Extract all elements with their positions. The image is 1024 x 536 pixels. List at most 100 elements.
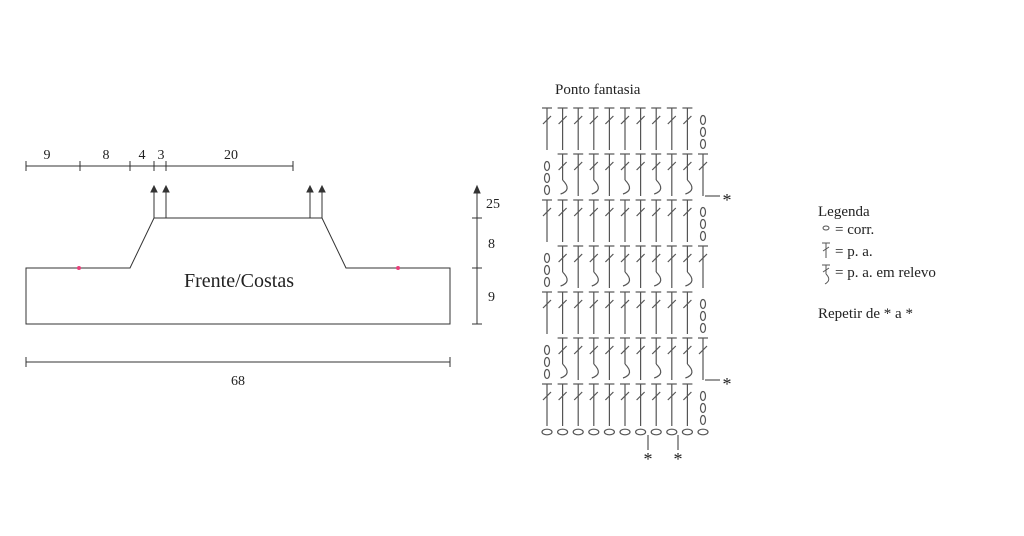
double-crochet-stitch	[651, 291, 662, 334]
double-crochet-stitch	[666, 383, 677, 426]
double-crochet-stitch	[666, 337, 677, 380]
garment-outline	[25, 217, 451, 325]
chain-icon	[822, 225, 830, 231]
double-crochet-stitch	[557, 383, 568, 426]
legend-label: = p. a.	[835, 244, 873, 260]
marker-dot	[396, 266, 400, 270]
relief-double-crochet-stitch	[682, 337, 693, 379]
dim-label: 8	[488, 237, 495, 252]
foundation-chain-stitch	[666, 428, 678, 436]
dim-label: 3	[158, 148, 165, 163]
double-crochet-stitch	[666, 107, 677, 150]
foundation-chain-stitch	[634, 428, 647, 436]
double-crochet-stitch	[620, 383, 630, 426]
legend-label: = corr.	[835, 222, 874, 238]
relief-double-crochet-stitch	[620, 337, 631, 379]
double-crochet-stitch	[573, 153, 584, 196]
bottom-dimension-line	[25, 357, 451, 367]
foundation-chain-stitch	[541, 428, 553, 436]
dim-label: 9	[488, 290, 495, 305]
double-crochet-stitch	[635, 337, 646, 380]
double-crochet-stitch	[635, 245, 646, 288]
chain-stitch-group	[543, 344, 551, 380]
relief-double-crochet-stitch	[557, 153, 568, 195]
double-crochet-stitch	[573, 291, 584, 334]
chain-stitch-group	[699, 206, 707, 242]
double-crochet-stitch	[666, 153, 677, 196]
relief-double-crochet-stitch	[682, 153, 693, 195]
relief-double-crochet-stitch	[588, 337, 599, 379]
double-crochet-stitch	[651, 199, 662, 242]
relief-double-crochet-icon	[822, 264, 830, 285]
chain-stitch-group	[699, 390, 707, 426]
legend-label: = p. a. em relevo	[835, 265, 936, 281]
double-crochet-stitch	[604, 383, 615, 426]
double-crochet-stitch	[666, 291, 677, 334]
relief-double-crochet-stitch	[557, 337, 568, 379]
double-crochet-stitch	[557, 291, 568, 334]
double-crochet-stitch	[682, 383, 693, 426]
foundation-chain-stitch	[619, 428, 631, 436]
relief-double-crochet-stitch	[651, 337, 662, 379]
top-dimension-line	[25, 161, 294, 171]
double-crochet-stitch	[573, 383, 584, 426]
right-dimension-line	[472, 184, 482, 325]
chain-stitch-group	[543, 252, 551, 288]
relief-double-crochet-stitch	[682, 245, 693, 287]
dim-label: 8	[103, 148, 110, 163]
double-crochet-stitch	[620, 199, 630, 242]
double-crochet-stitch	[651, 107, 662, 150]
piece-label: Frente/Costas	[184, 270, 294, 292]
double-crochet-stitch	[573, 107, 584, 150]
double-crochet-stitch	[620, 107, 630, 150]
relief-double-crochet-stitch	[557, 245, 568, 287]
double-crochet-stitch	[635, 383, 646, 426]
foundation-chain-stitch	[572, 428, 584, 436]
double-crochet-stitch	[666, 199, 677, 242]
foundation-chain-stitch	[556, 428, 569, 436]
relief-double-crochet-stitch	[620, 153, 631, 195]
double-crochet-stitch	[588, 199, 599, 242]
repeat-note: Repetir de * a *	[818, 306, 913, 322]
repeat-asterisk: *	[644, 449, 653, 469]
double-crochet-stitch	[588, 383, 599, 426]
double-crochet-stitch	[698, 337, 708, 380]
chain-stitch-group	[699, 114, 707, 150]
double-crochet-stitch	[542, 291, 552, 334]
double-crochet-stitch	[682, 291, 693, 334]
stitch-chart: ****	[541, 107, 732, 469]
double-crochet-stitch	[542, 199, 552, 242]
relief-double-crochet-stitch	[651, 153, 662, 195]
double-crochet-stitch	[604, 107, 615, 150]
relief-double-crochet-stitch	[651, 245, 662, 287]
double-crochet-stitch	[620, 291, 630, 334]
double-crochet-stitch	[698, 245, 708, 288]
foundation-chain-stitch	[697, 428, 709, 436]
double-crochet-icon	[822, 242, 830, 258]
double-crochet-stitch	[557, 107, 568, 150]
dim-label: 25	[486, 197, 500, 212]
chain-stitch-group	[699, 298, 707, 334]
double-crochet-stitch	[698, 153, 708, 196]
repeat-asterisk: *	[723, 190, 732, 210]
double-crochet-stitch	[682, 199, 693, 242]
double-crochet-stitch	[651, 383, 662, 426]
relief-double-crochet-stitch	[588, 153, 599, 195]
double-crochet-stitch	[542, 383, 552, 426]
double-crochet-stitch	[604, 337, 615, 380]
double-crochet-stitch	[604, 153, 615, 196]
double-crochet-stitch	[682, 107, 693, 150]
double-crochet-stitch	[635, 153, 646, 196]
double-crochet-stitch	[635, 107, 646, 150]
double-crochet-stitch	[604, 245, 615, 288]
dim-label: 9	[44, 148, 51, 163]
chain-stitch-group	[543, 160, 551, 196]
double-crochet-stitch	[604, 199, 615, 242]
foundation-chain-stitch	[588, 428, 600, 436]
double-crochet-stitch	[573, 337, 584, 380]
dim-label: 20	[224, 148, 238, 163]
double-crochet-stitch	[542, 107, 552, 150]
dim-label: 68	[231, 374, 245, 389]
double-crochet-stitch	[635, 291, 646, 334]
